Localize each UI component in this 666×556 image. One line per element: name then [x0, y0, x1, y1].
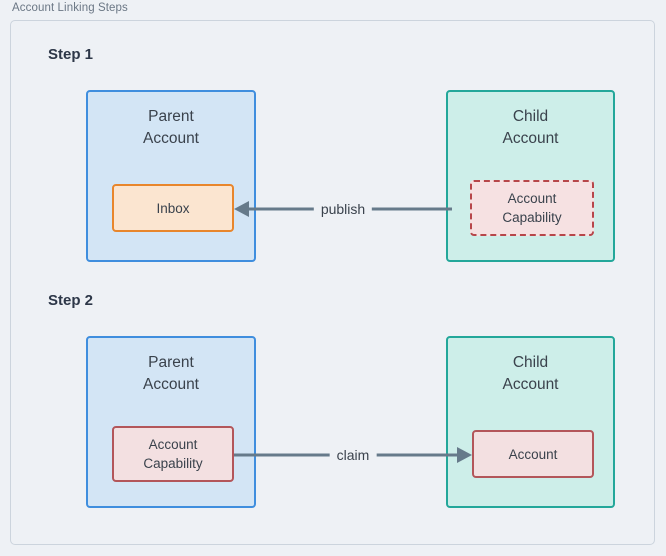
- step-2-account-capability-chip[interactable]: Account Capability: [112, 426, 234, 482]
- step-2-claim-connector: claim: [234, 435, 472, 475]
- step-2-child-account-title: Child Account: [502, 354, 559, 393]
- step-1-publish-connector: publish: [234, 189, 452, 229]
- step-1-child-account-title: Child Account: [502, 108, 559, 147]
- step-2-arrow-label: claim: [329, 447, 377, 463]
- step-1-child-account-box[interactable]: Child Account Account Capability: [446, 90, 615, 262]
- step-2-account-chip[interactable]: Account: [472, 430, 594, 478]
- step-1-parent-account-box[interactable]: Parent Account Inbox: [86, 90, 256, 262]
- step-2-label: Step 2: [48, 292, 94, 309]
- step-2-child-account-box[interactable]: Child Account Account: [446, 336, 615, 508]
- step-1-account-capability-chip[interactable]: Account Capability: [470, 180, 594, 236]
- step-1-label: Step 1: [48, 46, 94, 63]
- diagram-title: Account Linking Steps: [12, 2, 128, 14]
- step-1-parent-account-title: Parent Account: [142, 108, 199, 147]
- step-2-parent-account-title: Parent Account: [142, 354, 199, 393]
- step-2-parent-account-box[interactable]: Parent Account Account Capability: [86, 336, 256, 508]
- diagram-frame: [10, 20, 655, 545]
- step-1-arrow-label: publish: [313, 201, 373, 217]
- step-1-inbox-chip[interactable]: Inbox: [112, 184, 234, 232]
